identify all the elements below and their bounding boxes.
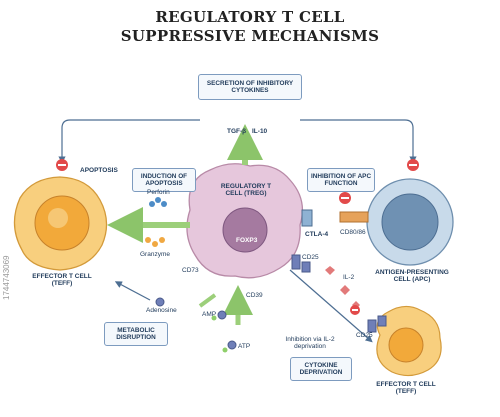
title-line-1: REGULATORY T CELL	[155, 8, 345, 26]
apc-label: ANTIGEN-PRESENTING CELL (APC)	[375, 269, 449, 283]
cd25-label-teff: CD25	[356, 332, 373, 339]
antigen-presenting-cell	[366, 178, 454, 266]
secretion-box: SECRETION OF INHIBITORY CYTOKINES	[198, 74, 302, 100]
metabolic-box: METABOLIC DISRUPTION	[104, 322, 168, 346]
il10-label: IL-10	[252, 128, 268, 135]
arrow-adenosine-teff	[114, 281, 151, 301]
minus-icon	[407, 159, 419, 171]
cd39-label: CD39	[246, 292, 263, 299]
il2-label: IL-2	[343, 274, 355, 281]
perforin-label: Perforin	[147, 189, 170, 196]
teff-right-label: EFFECTOR T CELL (TEFF)	[376, 381, 436, 395]
tgf-label: TGF-β	[227, 128, 247, 135]
granzyme-molecules	[145, 237, 165, 247]
il2-molecule-1	[325, 266, 335, 275]
inhibition-box: INHIBITION OF APC FUNCTION	[307, 168, 375, 192]
title-line-2: SUPPRESSIVE MECHANISMS	[120, 27, 380, 45]
amp-label: AMP	[202, 311, 217, 318]
adenosine-label: Adenosine	[146, 307, 177, 314]
minus-icon	[56, 159, 68, 171]
watermark-id: 1744743069	[2, 255, 11, 301]
cd73-label: CD73	[182, 267, 199, 274]
teff-left-label: EFFECTOR T CELL (TEFF)	[32, 273, 92, 287]
perforin-molecules	[149, 197, 167, 207]
atp-phosphate	[222, 347, 228, 353]
cd25-receptor-treg	[291, 254, 311, 273]
minus-icon	[350, 305, 360, 315]
apoptosis-label: APOPTOSIS	[80, 167, 118, 174]
il2-deprivation-label: Inhibition via IL-2 deprivation	[285, 336, 335, 350]
arrow-amp-adenosine	[198, 293, 217, 308]
atp-label: ATP	[238, 343, 251, 350]
cd25-label-treg: CD25	[302, 254, 319, 261]
cd80-label: CD80/86	[340, 229, 366, 236]
amp-molecule	[217, 310, 227, 320]
ctla4-receptor	[301, 209, 313, 227]
arrow-cytokine-deprivation	[289, 269, 373, 343]
effector-t-cell-left	[13, 176, 108, 271]
minus-icon	[339, 192, 351, 204]
ctla4-label: CTLA-4	[305, 231, 329, 238]
foxp3-label: FOXP3	[236, 237, 258, 244]
il2-molecule-2	[340, 285, 350, 295]
induction-box: INDUCTION OF APOPTOSIS	[132, 168, 196, 192]
cytokine-deprivation-box: CYTOKINE DEPRIVATION	[290, 357, 352, 381]
cd25-receptor-teff	[367, 315, 387, 333]
cytokine-loop-line-right	[300, 119, 417, 164]
effector-t-cell-right	[376, 305, 442, 377]
cd80-receptor	[339, 211, 369, 223]
regulatory-t-cell	[186, 163, 304, 279]
treg-label: REGULATORY T CELL (TREG)	[220, 183, 272, 197]
cytokine-loop-line	[58, 119, 200, 164]
granzyme-label: Granzyme	[140, 251, 170, 258]
adenosine-molecule	[155, 297, 165, 307]
atp-molecule	[227, 340, 237, 350]
amp-phosphate	[211, 315, 217, 321]
